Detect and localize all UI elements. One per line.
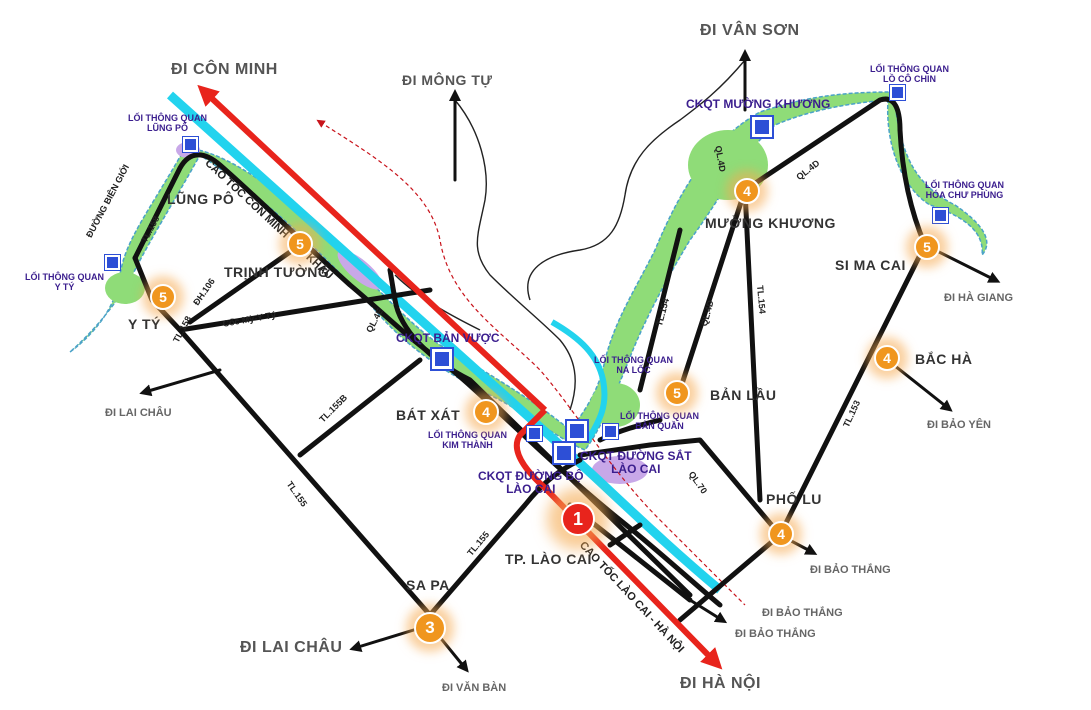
gate-label-na-loc: LỐI THÔNG QUAN NA LỐC — [594, 355, 673, 376]
checkpoint-icon-muong-khuong — [750, 115, 774, 139]
gate-icon-hoa-chu-phung — [932, 207, 949, 224]
label-di-van-ban: ĐI VĂN BÀN — [442, 682, 507, 694]
lao-cai-lavender — [592, 456, 648, 484]
place-ban-lau: BẢN LẦU — [710, 387, 777, 403]
label-di-bao-thang-3: ĐI BẢO THẮNG — [735, 628, 816, 640]
place-lung-po: LŨNG PÔ — [167, 191, 235, 207]
gate-label-lo-co-chin: LỐI THÔNG QUAN LỒ CÔ CHIN — [870, 64, 949, 85]
ckqt-label-duong-sat: CKQT ĐƯỜNG SẮT LÀO CAI — [580, 449, 692, 477]
label-di-mong-tu: ĐI MÔNG TỰ — [402, 72, 493, 88]
ckqt-label-muong-khuong: CKQT MƯỜNG KHƯƠNG — [686, 97, 831, 111]
planned-railway-dashed — [316, 119, 746, 606]
direction-arrows — [139, 49, 1001, 673]
badge-ban-lau: 5 — [664, 380, 690, 406]
checkpoint-icon-ban-vuoc — [430, 347, 454, 371]
gate-icon-y-ty — [104, 254, 121, 271]
label-di-van-son: ĐI VÂN SƠN — [700, 22, 800, 39]
label-di-bao-yen: ĐI BẢO YÊN — [927, 419, 991, 431]
expressway-lao-cai-ha-noi — [513, 407, 723, 670]
label-di-lai-chau-small: ĐI LAI CHÂU — [105, 407, 172, 419]
gate-icon-ban-quan — [602, 423, 619, 440]
label-di-lai-chau: ĐI LAI CHÂU — [240, 639, 343, 656]
label-di-bao-thang-2: ĐI BẢO THẮNG — [762, 607, 843, 619]
place-sa-pa: SA PA — [406, 577, 450, 593]
label-di-con-minh: ĐI CÔN MINH — [171, 61, 278, 78]
gate-label-ban-quan: LỐI THÔNG QUAN BẢN QUẦN — [620, 411, 699, 432]
badge-lao-cai: 1 — [561, 502, 595, 536]
place-si-ma-cai: SI MA CAI — [835, 257, 906, 273]
place-y-ty: Y TÝ — [128, 316, 161, 332]
label-di-bao-thang-1: ĐI BẢO THẮNG — [810, 564, 891, 576]
gate-icon-lo-co-chin — [889, 84, 906, 101]
label-di-ha-giang: ĐI HÀ GIANG — [944, 292, 1014, 304]
badge-y-ty: 5 — [150, 284, 176, 310]
gate-label-hoa-chu-phung: LỐI THÔNG QUAN HÓA CHƯ PHÙNG — [925, 180, 1004, 201]
badge-sa-pa: 3 — [414, 612, 446, 644]
place-muong-khuong: MƯỜNG KHƯƠNG — [705, 215, 836, 231]
badge-bat-xat: 4 — [473, 399, 499, 425]
place-bat-xat: BÁT XÁT — [396, 407, 461, 423]
badge-trinh-tuong: 5 — [287, 231, 313, 257]
ckqt-label-duong-bo: CKQT ĐƯỜNG BỘ LÀO CAI — [478, 469, 584, 497]
place-bac-ha: BẮC HÀ — [915, 351, 973, 367]
badge-pho-lu: 4 — [768, 521, 794, 547]
border-blob-y-ty — [105, 272, 145, 304]
place-trinh-tuong: TRỊNH TƯỜNG — [224, 264, 330, 280]
ckqt-label-ban-vuoc: CKQT BẢN VƯỢC — [396, 331, 500, 345]
place-pho-lu: PHỐ LU — [766, 491, 822, 507]
label-di-ha-noi: ĐI HÀ NỘI — [680, 675, 761, 692]
gate-icon-lung-po — [182, 136, 199, 153]
expressway-con-minh-ha-khau — [197, 84, 548, 413]
gate-label-lung-po: LỐI THÔNG QUAN LŨNG PÔ — [128, 113, 207, 134]
railway-branch — [550, 319, 608, 442]
gate-label-y-ty: LỐI THÔNG QUAN Y TÝ — [25, 272, 104, 293]
road-label-tl154-b: TL.154 — [755, 284, 768, 315]
badge-muong-khuong: 4 — [734, 178, 760, 204]
checkpoint-icon-duong-sat — [565, 419, 589, 443]
gate-icon-kim-thanh — [526, 425, 543, 442]
checkpoint-icon-duong-bo — [552, 441, 576, 465]
badge-bac-ha: 4 — [874, 345, 900, 371]
gate-label-kim-thanh: LỐI THÔNG QUAN KIM THÀNH — [428, 430, 507, 451]
badge-si-ma-cai: 5 — [914, 234, 940, 260]
place-tp-lao-cai: TP. LÀO CAI — [505, 551, 592, 567]
